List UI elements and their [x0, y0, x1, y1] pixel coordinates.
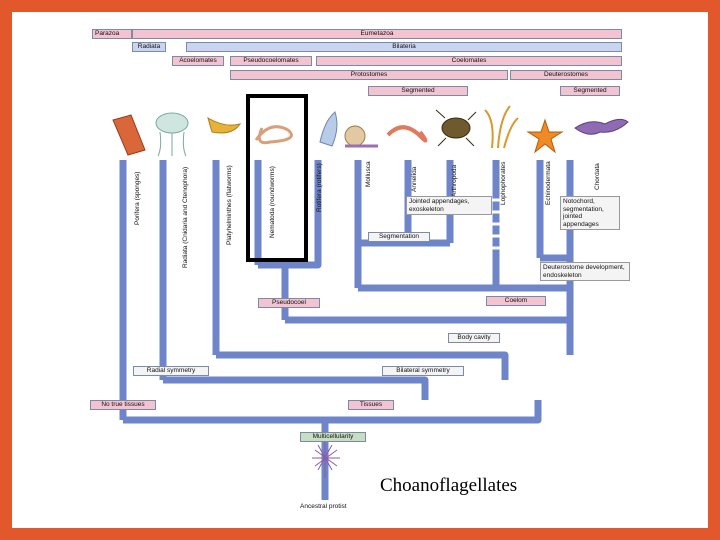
caption: Choanoflagellates — [380, 475, 517, 497]
character-bilateral-symmetry: Bilateral symmetry — [382, 366, 464, 376]
character-jointed-appendages: Jointed appendages, exoskeleton — [406, 196, 492, 215]
phylum-echinodermata: Echinodermata — [545, 161, 552, 205]
phylum-porifera: Porifera (sponges) — [134, 172, 141, 225]
character-multicellularity: Multicellularity — [300, 432, 366, 442]
phylum-mollusca: Mollusca — [365, 161, 372, 187]
clade-segmented-protostomes: Segmented — [368, 86, 468, 96]
clade-bilateria: Bilateria — [186, 42, 622, 52]
character-no-true-tissues: No true tissues — [90, 400, 156, 410]
character-coelom: Coelom — [486, 296, 546, 306]
character-body-cavity: Body cavity — [448, 333, 500, 343]
phylum-annelida: Annelida — [411, 167, 418, 192]
phylum-rotifera: Rotifera (rotifers) — [316, 163, 323, 212]
phylum-arthropoda: Arthropoda — [451, 165, 458, 197]
character-tissues: Tissues — [348, 400, 394, 410]
phylum-radiata: Radiata (Cnidaria and Ctenophora) — [182, 167, 189, 268]
clade-segmented-chordates: Segmented — [560, 86, 620, 96]
clade-deuterostomes: Deuterostomes — [510, 70, 622, 80]
character-deuterostome-development: Deuterostome development, endoskeleton — [540, 262, 630, 281]
phylum-platyhelminthes: Platyhelminthes (flatworms) — [226, 165, 233, 245]
clade-acoelomates: Acoelomates — [172, 56, 224, 66]
root-label: Ancestral protist — [300, 503, 347, 510]
clade-radiata: Radiata — [132, 42, 166, 52]
character-pseudocoel: Pseudocoel — [258, 298, 320, 308]
organism-illustrations — [113, 106, 628, 156]
nematoda-highlight-box — [246, 94, 308, 262]
clade-pseudocoelomates: Pseudocoelomates — [230, 56, 312, 66]
phylum-chordata: Chordata — [594, 163, 601, 190]
clade-coelomates: Coelomates — [316, 56, 622, 66]
character-segmentation: Segmentation — [368, 232, 430, 242]
clade-protostomes: Protostomes — [230, 70, 508, 80]
clade-parazoa: Parazoa — [92, 29, 132, 39]
clade-eumetazoa: Eumetazoa — [132, 29, 622, 39]
phylum-lophophorates: Lophophorates — [500, 162, 507, 205]
character-notochord: Notochord, segmentation, jointed appenda… — [560, 196, 620, 230]
character-radial-symmetry: Radial symmetry — [133, 366, 209, 376]
